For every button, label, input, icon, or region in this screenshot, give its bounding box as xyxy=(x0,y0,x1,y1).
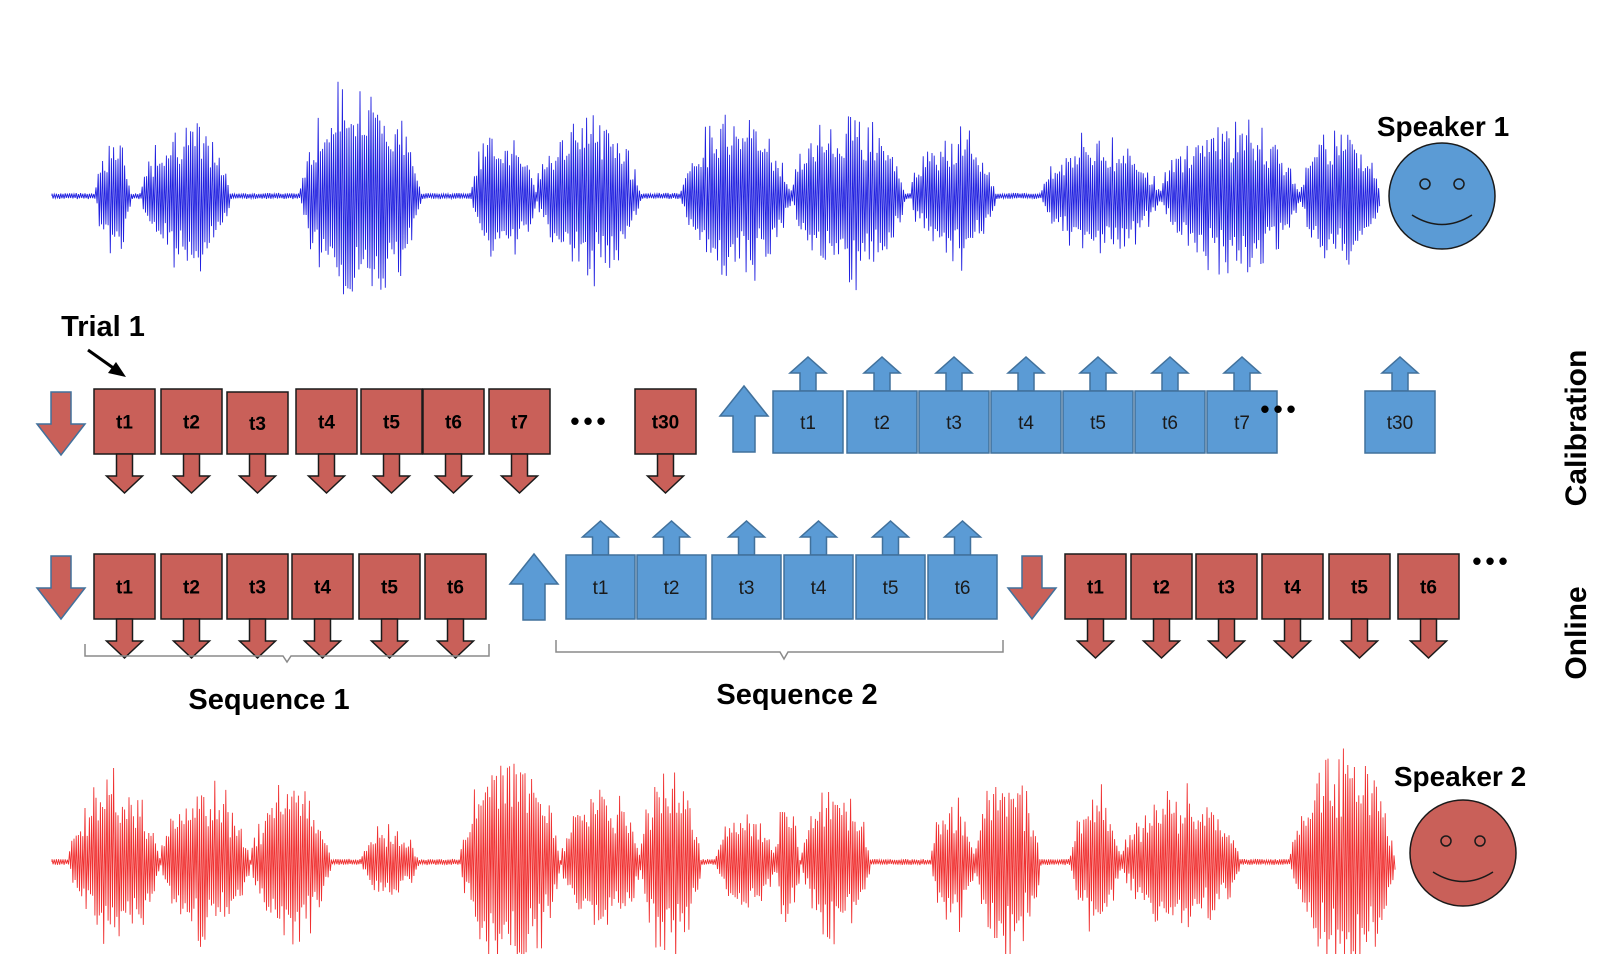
trial-label: t7 xyxy=(1234,413,1250,434)
trial-label: t4 xyxy=(318,413,335,434)
speaker2-waveform xyxy=(51,748,1396,954)
calibration-speaker2-trial: t30 xyxy=(1364,355,1436,454)
trial-label: t7 xyxy=(511,413,528,434)
online-sequence2-trials: t1 t2 t3 t4 t5 t6 xyxy=(565,519,998,620)
online-sequence2-trial: t1 xyxy=(565,519,636,620)
calibration-ellipsis-2: ••• xyxy=(1260,394,1299,424)
online-sequence3-trial: t3 xyxy=(1195,553,1258,660)
trial-label: t3 xyxy=(1218,578,1235,599)
trial-label: t5 xyxy=(1351,578,1368,599)
calibration-speaker2-arrow-icon xyxy=(718,384,770,453)
speaker1-label: Speaker 1 xyxy=(1377,111,1509,142)
online-sequence3-trial: t2 xyxy=(1130,553,1193,660)
calibration-speaker1-trial: t5 xyxy=(360,388,423,495)
online-sequence3-trial: t5 xyxy=(1328,553,1391,660)
trial-label: t1 xyxy=(1087,578,1104,599)
online-sequence2-trial: t6 xyxy=(927,519,998,620)
calibration-label: Calibration xyxy=(1560,350,1593,507)
trial-label: t6 xyxy=(445,413,462,434)
calibration-speaker1-trial: t3 xyxy=(226,391,289,495)
online-sequence2-trial: t5 xyxy=(855,519,926,620)
calibration-speaker2-trial: t6 xyxy=(1134,355,1206,454)
trial-label: t5 xyxy=(1090,413,1106,434)
online-sequence3-arrow-icon xyxy=(1006,555,1058,621)
trial-label: t3 xyxy=(739,578,755,599)
calibration-speaker1-trial: t30 xyxy=(634,388,697,495)
trial-label: t2 xyxy=(183,413,200,434)
calibration-speaker2-trial: t7 xyxy=(1206,355,1278,454)
trial-label: t5 xyxy=(381,578,398,599)
trial-label: t4 xyxy=(314,578,331,599)
online-sequence1-trial: t1 xyxy=(93,553,156,660)
sequence1-label: Sequence 1 xyxy=(188,684,349,716)
calibration-speaker2-trial: t3 xyxy=(918,355,990,454)
calibration-ellipsis-1: ••• xyxy=(570,406,609,436)
calibration-speaker1-arrow-icon xyxy=(35,391,87,457)
trial-label: t1 xyxy=(800,413,816,434)
online-ellipsis: ••• xyxy=(1472,546,1511,576)
trial-label: t6 xyxy=(447,578,464,599)
speaker2-label: Speaker 2 xyxy=(1394,761,1526,792)
online-sequence1-trial: t6 xyxy=(424,553,487,660)
calibration-speaker1-trial: t4 xyxy=(295,388,358,495)
calibration-speaker1-trials: t1 t2 t3 t4 t5 t6 t7 t30 xyxy=(93,388,697,495)
calibration-speaker2-trials: t1 t2 t3 t4 t5 t6 t7 t30 xyxy=(772,355,1436,454)
trial-label: t1 xyxy=(593,578,609,599)
trial-label: t5 xyxy=(383,413,400,434)
calibration-speaker2-trial: t2 xyxy=(846,355,918,454)
speaker1-face-icon xyxy=(1388,142,1496,250)
trial-label: t6 xyxy=(955,578,971,599)
online-sequence3-trial: t1 xyxy=(1064,553,1127,660)
online-sequence2-trial: t4 xyxy=(783,519,854,620)
trial-label: t30 xyxy=(652,413,679,434)
trial-label: t4 xyxy=(811,578,827,599)
calibration-speaker1-trial: t7 xyxy=(488,388,551,495)
trial-label: t5 xyxy=(883,578,899,599)
trial-label: t1 xyxy=(116,413,133,434)
trial-label: t6 xyxy=(1162,413,1178,434)
trial-label: t3 xyxy=(249,414,266,435)
trial-label: t2 xyxy=(1153,578,1170,599)
trial-label: t2 xyxy=(664,578,680,599)
online-sequence2-arrow-icon xyxy=(508,552,560,621)
trial-label: t4 xyxy=(1018,413,1034,434)
sequence2-label: Sequence 2 xyxy=(716,679,877,711)
online-sequence3-trial: t6 xyxy=(1397,553,1460,660)
sequence2-brace xyxy=(555,640,1004,661)
calibration-speaker2-trial: t4 xyxy=(990,355,1062,454)
online-sequence3-trials: t1 t2 t3 t4 t5 t6 xyxy=(1064,553,1460,660)
calibration-speaker1-trial: t2 xyxy=(160,388,223,495)
online-sequence1-trial: t3 xyxy=(226,553,289,660)
trial-label: t4 xyxy=(1284,578,1301,599)
trial-label: t30 xyxy=(1387,413,1413,434)
trial-label: t6 xyxy=(1420,578,1437,599)
online-sequence2-trial: t3 xyxy=(711,519,782,620)
online-sequence1-trial: t5 xyxy=(358,553,421,660)
online-sequence2-trial: t2 xyxy=(636,519,707,620)
trial-label: t2 xyxy=(874,413,890,434)
trial1-label: Trial 1 xyxy=(61,311,145,343)
online-sequence1-trials: t1 t2 t3 t4 t5 t6 xyxy=(93,553,487,660)
trial1-arrow-icon xyxy=(87,348,126,377)
online-sequence1-trial: t4 xyxy=(291,553,354,660)
trial-label: t1 xyxy=(116,578,133,599)
calibration-speaker1-trial: t1 xyxy=(93,388,156,495)
online-sequence1-trial: t2 xyxy=(160,553,223,660)
calibration-speaker1-trial: t6 xyxy=(422,388,485,495)
online-sequence3-trial: t4 xyxy=(1261,553,1324,660)
trial-label: t3 xyxy=(249,578,266,599)
online-sequence1-arrow-icon xyxy=(35,555,87,621)
speaker1-waveform xyxy=(51,81,1381,295)
calibration-speaker2-trial: t5 xyxy=(1062,355,1134,454)
online-label: Online xyxy=(1560,586,1593,679)
calibration-speaker2-trial: t1 xyxy=(772,355,844,454)
sequence1-brace xyxy=(84,644,490,664)
speaker2-face-icon xyxy=(1409,799,1517,907)
trial-label: t2 xyxy=(183,578,200,599)
trial-label: t3 xyxy=(946,413,962,434)
